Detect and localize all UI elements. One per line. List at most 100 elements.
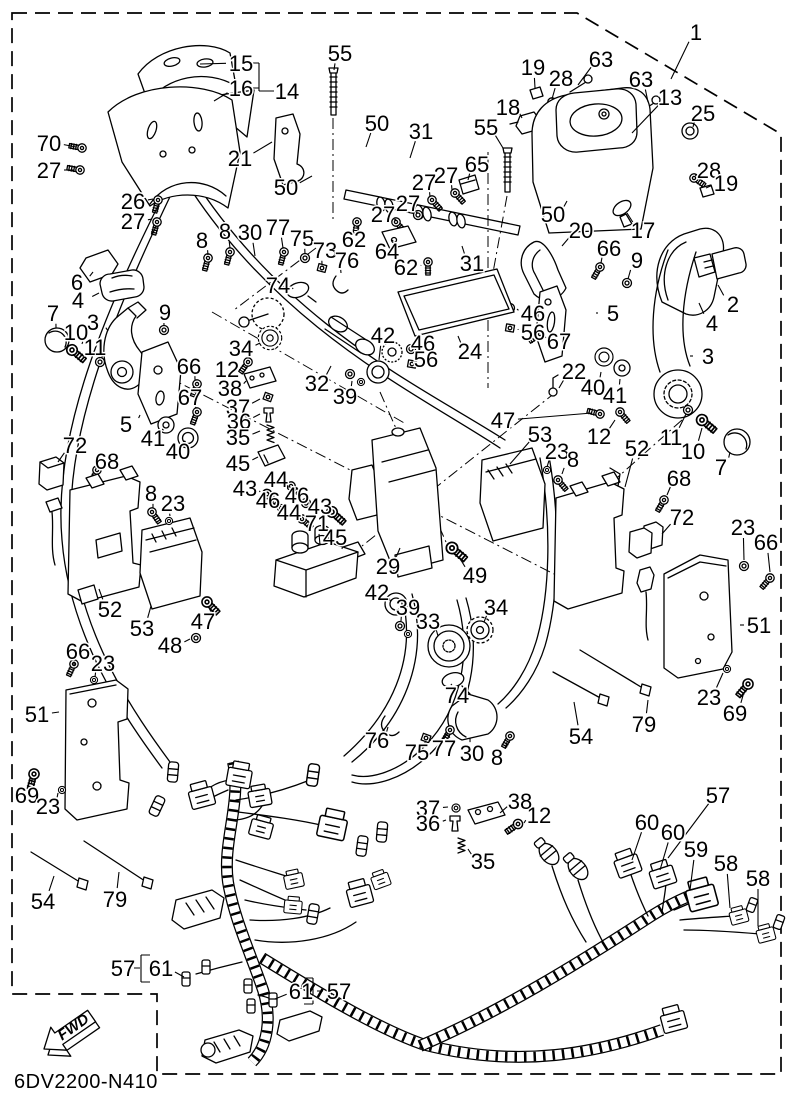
- callout-leader-3: [105, 327, 109, 332]
- callout-leader-36: [252, 413, 261, 419]
- callout-32: 32: [305, 371, 329, 396]
- callout-25: 25: [691, 101, 715, 126]
- callout-66: 66: [66, 639, 90, 664]
- callout-77: 77: [266, 215, 290, 240]
- callout-36: 36: [416, 811, 440, 836]
- callout-68: 68: [667, 466, 691, 491]
- callout-16: 16: [229, 76, 253, 101]
- mount-bracket-assembly-art: [65, 44, 305, 302]
- callout-76: 76: [335, 248, 359, 273]
- callout-20: 20: [569, 218, 593, 243]
- callout-leader-65: [467, 173, 471, 181]
- gasket-plate-art: [397, 268, 515, 369]
- callout-41: 41: [603, 383, 627, 408]
- callout-leader-2: [717, 284, 725, 296]
- control-housing-art: [520, 87, 715, 301]
- callout-27: 27: [412, 170, 436, 195]
- callout-52: 52: [98, 597, 122, 622]
- callout-leader-52: [98, 588, 104, 600]
- callout-17: 17: [631, 218, 655, 243]
- callout-7: 7: [47, 301, 59, 326]
- callout-19: 19: [714, 171, 738, 196]
- callout-leader-40: [599, 371, 602, 378]
- callout-leader-6: [89, 271, 94, 277]
- callout-23: 23: [731, 515, 755, 540]
- callout-8: 8: [145, 481, 157, 506]
- callout-5: 5: [120, 412, 132, 437]
- callout-8: 8: [567, 447, 579, 472]
- callout-leader-40: [183, 440, 186, 443]
- callout-66: 66: [754, 530, 778, 555]
- callout-56: 56: [414, 347, 438, 372]
- callout-41: 41: [141, 426, 165, 451]
- callout-35: 35: [226, 425, 250, 450]
- callout-66: 66: [177, 354, 201, 379]
- callout-leader-63: [644, 89, 649, 103]
- callout-leader-74: [450, 683, 453, 686]
- callout-leader-47: [209, 608, 212, 612]
- fwd-arrow: FWD: [43, 1009, 101, 1057]
- callout-40: 40: [166, 439, 190, 464]
- callout-leader-23: [716, 672, 724, 688]
- callout-55: 55: [474, 115, 498, 140]
- callout-60: 60: [635, 810, 659, 835]
- callout-leader-66: [767, 552, 771, 573]
- callout-49: 49: [463, 563, 487, 588]
- callout-leader-34: [255, 342, 261, 346]
- callout-50: 50: [541, 202, 565, 227]
- callout-leader-27: [415, 211, 418, 214]
- callout-67: 67: [547, 329, 571, 354]
- callout-30: 30: [460, 741, 484, 766]
- callout-leader-39: [350, 380, 353, 387]
- callout-leader-20: [561, 236, 570, 247]
- callout-57: 57: [706, 783, 730, 808]
- callout-61: 61: [289, 979, 313, 1004]
- callout-40: 40: [581, 375, 605, 400]
- callout-8: 8: [196, 228, 208, 253]
- center-unit-art: [259, 405, 606, 598]
- callout-leader-60: [659, 842, 669, 871]
- callout-leader-10: [697, 427, 703, 441]
- callout-69: 69: [15, 783, 39, 808]
- callout-leader-33: [435, 630, 439, 637]
- callout-leader-61: [174, 971, 185, 978]
- callout-51: 51: [747, 613, 771, 638]
- harness-right-art: [417, 885, 706, 1052]
- callout-21: 21: [228, 146, 252, 171]
- callout-leader-56: [411, 361, 415, 364]
- callout-leader-57: [667, 803, 710, 859]
- callout-38: 38: [508, 789, 532, 814]
- callout-23: 23: [91, 651, 115, 676]
- callout-leader-49: [458, 556, 466, 568]
- callout-76: 76: [365, 728, 389, 753]
- callout-50: 50: [274, 175, 298, 200]
- callout-leader-43: [258, 490, 261, 493]
- callout-leader-77: [280, 237, 284, 249]
- callout-12: 12: [215, 357, 239, 382]
- callout-leader-64: [391, 239, 394, 242]
- callout-45: 45: [323, 525, 347, 550]
- callout-leader-42: [378, 345, 382, 361]
- cover-left-art: [24, 657, 130, 821]
- callout-15: 15: [229, 51, 253, 76]
- callout-leader-53: [147, 605, 152, 618]
- callout-leader-30: [252, 242, 256, 257]
- callout-leader-19: [705, 185, 712, 189]
- callout-31: 31: [409, 119, 433, 144]
- callout-leader-7: [728, 451, 731, 458]
- callout-leader-31: [409, 141, 416, 159]
- callout-leader-58: [726, 873, 731, 909]
- callout-leader-50: [299, 175, 313, 184]
- callout-leader-17: [626, 212, 634, 223]
- callout-leader-67: [544, 336, 547, 339]
- callout-68: 68: [95, 449, 119, 474]
- callout-leader-18: [519, 113, 523, 119]
- callout-13: 13: [658, 85, 682, 110]
- callout-44: 44: [264, 467, 288, 492]
- center-gear-cluster-art: [199, 246, 403, 467]
- callout-30: 30: [238, 220, 262, 245]
- callout-19: 19: [521, 55, 545, 80]
- callout-43: 43: [308, 494, 332, 519]
- callout-27: 27: [121, 209, 145, 234]
